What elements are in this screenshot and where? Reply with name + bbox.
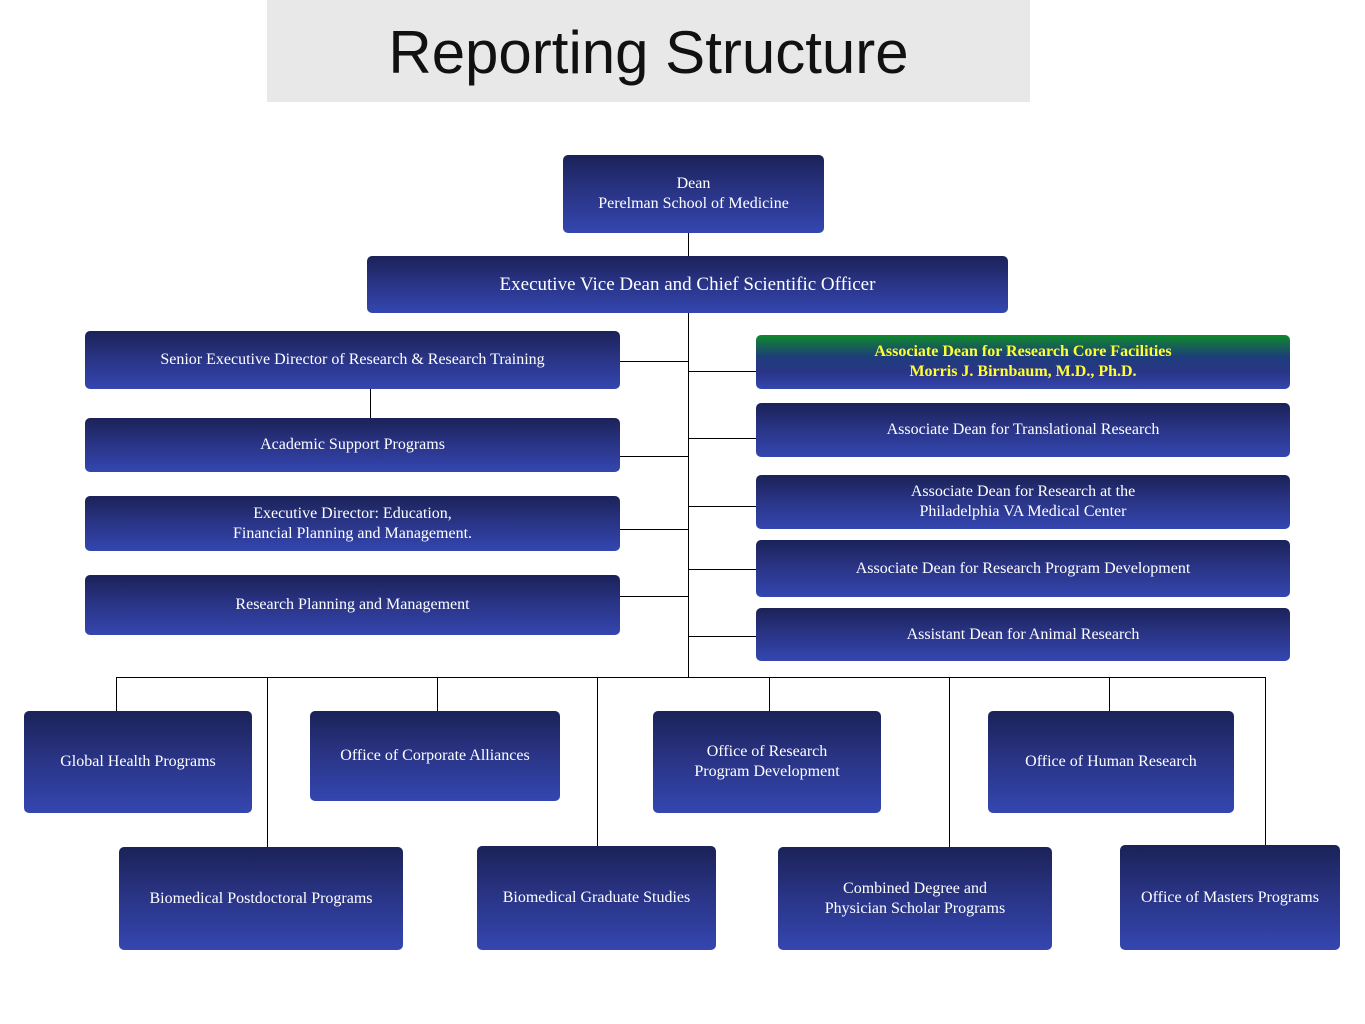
graduate-studies-box: Biomedical Graduate Studies	[477, 846, 716, 950]
drop-masters	[1265, 677, 1266, 845]
graduate-studies-label: Biomedical Graduate Studies	[502, 889, 691, 906]
drop-combined	[949, 677, 950, 847]
research-planning-label: Research Planning and Management	[235, 596, 470, 613]
senior-exec-director-box: Senior Executive Director of Research & …	[85, 331, 620, 389]
connector-animal	[688, 636, 756, 637]
human-research-label: Office of Human Research	[1025, 753, 1197, 770]
translational-research-label: Associate Dean for Translational Researc…	[886, 421, 1160, 438]
postdoc-box: Biomedical Postdoctoral Programs	[119, 847, 403, 950]
connector-trunk	[688, 313, 689, 677]
orpd-box: Office of Research Program Development	[653, 711, 881, 813]
senior-exec-director-label: Senior Executive Director of Research & …	[160, 351, 545, 368]
core-facilities-line1: Associate Dean for Research Core Facilit…	[874, 343, 1172, 360]
connector-program-dev	[688, 569, 756, 570]
core-facilities-box: Associate Dean for Research Core Facilit…	[756, 335, 1290, 389]
executive-vice-dean-box: Executive Vice Dean and Chief Scientific…	[367, 256, 1008, 313]
academic-support-box: Academic Support Programs	[85, 418, 620, 472]
va-research-line2: Philadelphia VA Medical Center	[919, 503, 1127, 520]
masters-programs-box: Office of Masters Programs	[1120, 845, 1340, 950]
translational-research-box: Associate Dean for Translational Researc…	[756, 403, 1290, 457]
program-development-label: Associate Dean for Research Program Deve…	[855, 559, 1191, 577]
drop-graduate	[597, 677, 598, 846]
connector-exec-director	[620, 529, 688, 530]
exec-director-line2: Financial Planning and Management.	[232, 524, 473, 542]
program-development-box: Associate Dean for Research Program Deve…	[756, 540, 1290, 597]
postdoc-label: Biomedical Postdoctoral Programs	[149, 889, 373, 907]
connector-senior-academic	[370, 388, 371, 418]
exec-director-line1: Executive Director: Education,	[253, 504, 452, 522]
masters-programs-label: Office of Masters Programs	[1141, 888, 1319, 906]
connector-bottom-bus	[116, 677, 1266, 678]
combined-degree-box: Combined Degree and Physician Scholar Pr…	[778, 847, 1052, 950]
connector-research-planning	[620, 596, 688, 597]
connector-dean-evd	[688, 232, 689, 256]
academic-support-label: Academic Support Programs	[260, 436, 445, 453]
global-health-box: Global Health Programs	[24, 711, 252, 813]
orpd-line2: Program Development	[694, 763, 840, 780]
animal-research-box: Assistant Dean for Animal Research	[756, 608, 1290, 661]
dean-title: Dean	[676, 175, 711, 192]
drop-corporate	[437, 677, 438, 711]
combined-degree-line2: Physician Scholar Programs	[824, 899, 1006, 917]
va-research-box: Associate Dean for Research at the Phila…	[756, 475, 1290, 529]
research-planning-box: Research Planning and Management	[85, 575, 620, 635]
connector-va	[688, 506, 756, 507]
combined-degree-line1: Combined Degree and	[843, 879, 987, 897]
orpd-line1: Office of Research	[706, 743, 828, 760]
connector-academic	[620, 456, 688, 457]
connector-senior-exec	[620, 361, 688, 362]
connector-core-facilities	[688, 371, 756, 372]
title-band: Reporting Structure	[267, 0, 1030, 102]
page-title: Reporting Structure	[388, 19, 909, 86]
executive-vice-dean-label: Executive Vice Dean and Chief Scientific…	[499, 273, 876, 295]
animal-research-label: Assistant Dean for Animal Research	[906, 625, 1140, 643]
corporate-alliances-box: Office of Corporate Alliances	[310, 711, 560, 801]
connector-translational	[688, 438, 756, 439]
drop-orpd	[769, 677, 770, 711]
human-research-box: Office of Human Research	[988, 711, 1234, 813]
drop-global-health	[116, 677, 117, 711]
dean-school: Perelman School of Medicine	[598, 195, 789, 212]
exec-director-education-box: Executive Director: Education, Financial…	[85, 496, 620, 551]
global-health-label: Global Health Programs	[60, 753, 216, 770]
drop-human-research	[1109, 677, 1110, 711]
core-facilities-line2: Morris J. Birnbaum, M.D., Ph.D.	[909, 363, 1137, 380]
dean-box: Dean Perelman School of Medicine	[563, 155, 824, 233]
corporate-alliances-label: Office of Corporate Alliances	[340, 747, 530, 764]
va-research-line1: Associate Dean for Research at the	[910, 483, 1136, 500]
drop-postdoc	[267, 677, 268, 847]
